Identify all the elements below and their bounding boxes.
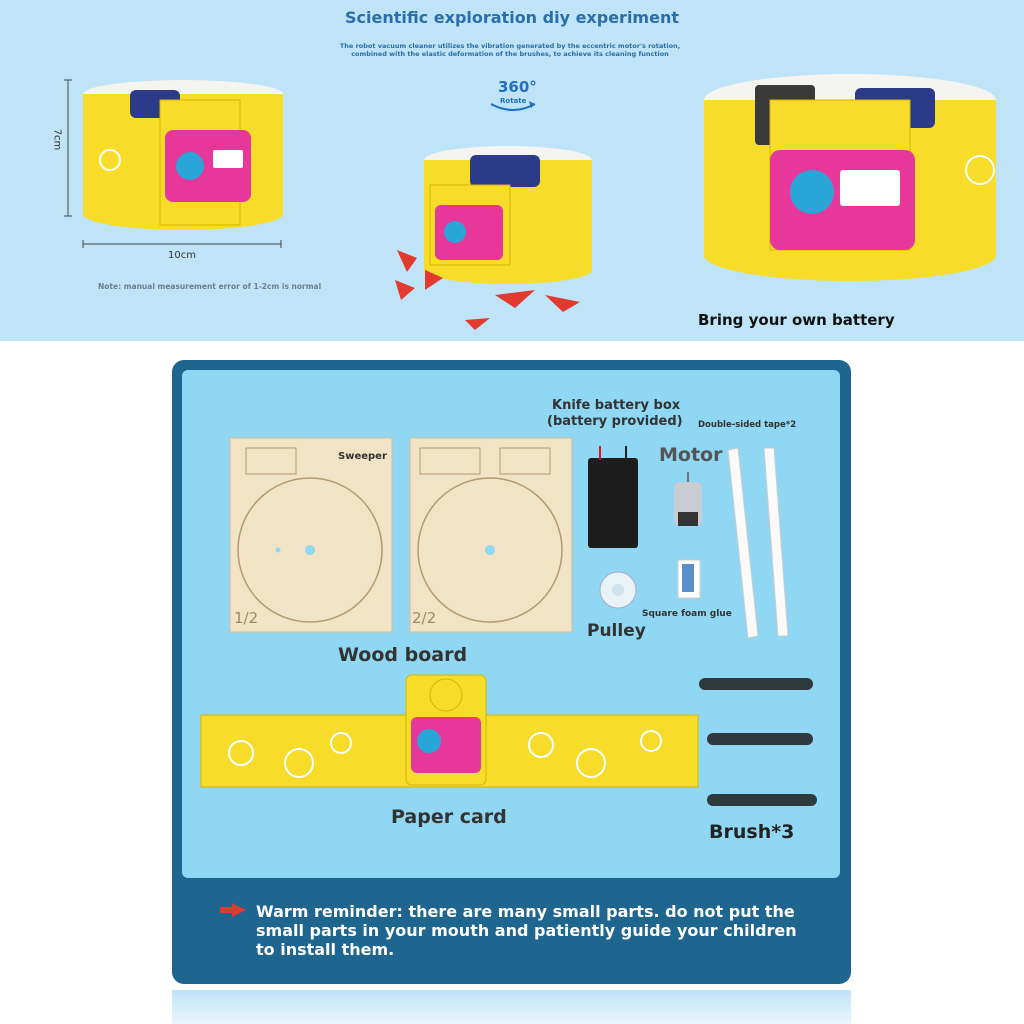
page-title: Scientific exploration diy experiment bbox=[344, 8, 679, 27]
paper-card-image bbox=[200, 674, 699, 788]
robot-rotating-image bbox=[395, 146, 592, 330]
brush-label: Brush*3 bbox=[709, 821, 795, 843]
battery-caption: Bring your own battery bbox=[698, 311, 895, 329]
motor-image bbox=[674, 472, 702, 526]
rotate-label: Rotate bbox=[500, 97, 527, 105]
subtitle-line-2: combined with the elastic deformation of… bbox=[351, 50, 669, 58]
warm-reminder: Warm reminder: there are many small part… bbox=[256, 902, 797, 959]
pulley-image bbox=[599, 571, 637, 609]
measurement-note: Note: manual measurement error of 1-2cm … bbox=[98, 282, 322, 291]
arrow-right-icon bbox=[220, 903, 246, 917]
rotate-degrees: 360° bbox=[498, 78, 537, 96]
subtitle-line-1: The robot vacuum cleaner utilizes the vi… bbox=[339, 42, 681, 50]
battery-box-label-2: (battery provided) bbox=[547, 414, 683, 429]
rotate-arrow-icon bbox=[490, 101, 536, 111]
width-dimension: 10cm bbox=[168, 250, 196, 261]
motor-label: Motor bbox=[659, 444, 723, 466]
battery-box-image bbox=[588, 446, 638, 548]
robot-dimension-image bbox=[64, 79, 283, 248]
sweeper-label: Sweeper bbox=[338, 451, 387, 462]
double-sided-tape-label: Double-sided tape*2 bbox=[698, 420, 797, 430]
double-sided-tape-image bbox=[727, 447, 789, 639]
brush-image bbox=[699, 678, 817, 806]
paper-card-label: Paper card bbox=[391, 806, 507, 828]
board-2-mark: 2/2 bbox=[412, 609, 437, 627]
foam-glue-label: Square foam glue bbox=[642, 609, 732, 619]
wood-board-2 bbox=[409, 437, 573, 633]
height-dimension: 7cm bbox=[51, 128, 63, 151]
bottom-strip bbox=[172, 990, 851, 1024]
page-subtitle: The robot vacuum cleaner utilizes the vi… bbox=[320, 42, 700, 58]
robot-large-image bbox=[704, 74, 996, 281]
battery-box-label-1: Knife battery box bbox=[552, 398, 681, 413]
pulley-label: Pulley bbox=[587, 621, 646, 641]
wood-board-label: Wood board bbox=[338, 644, 468, 666]
wood-board-1 bbox=[229, 437, 393, 633]
board-1-mark: 1/2 bbox=[234, 609, 259, 627]
foam-glue-image bbox=[677, 559, 701, 599]
